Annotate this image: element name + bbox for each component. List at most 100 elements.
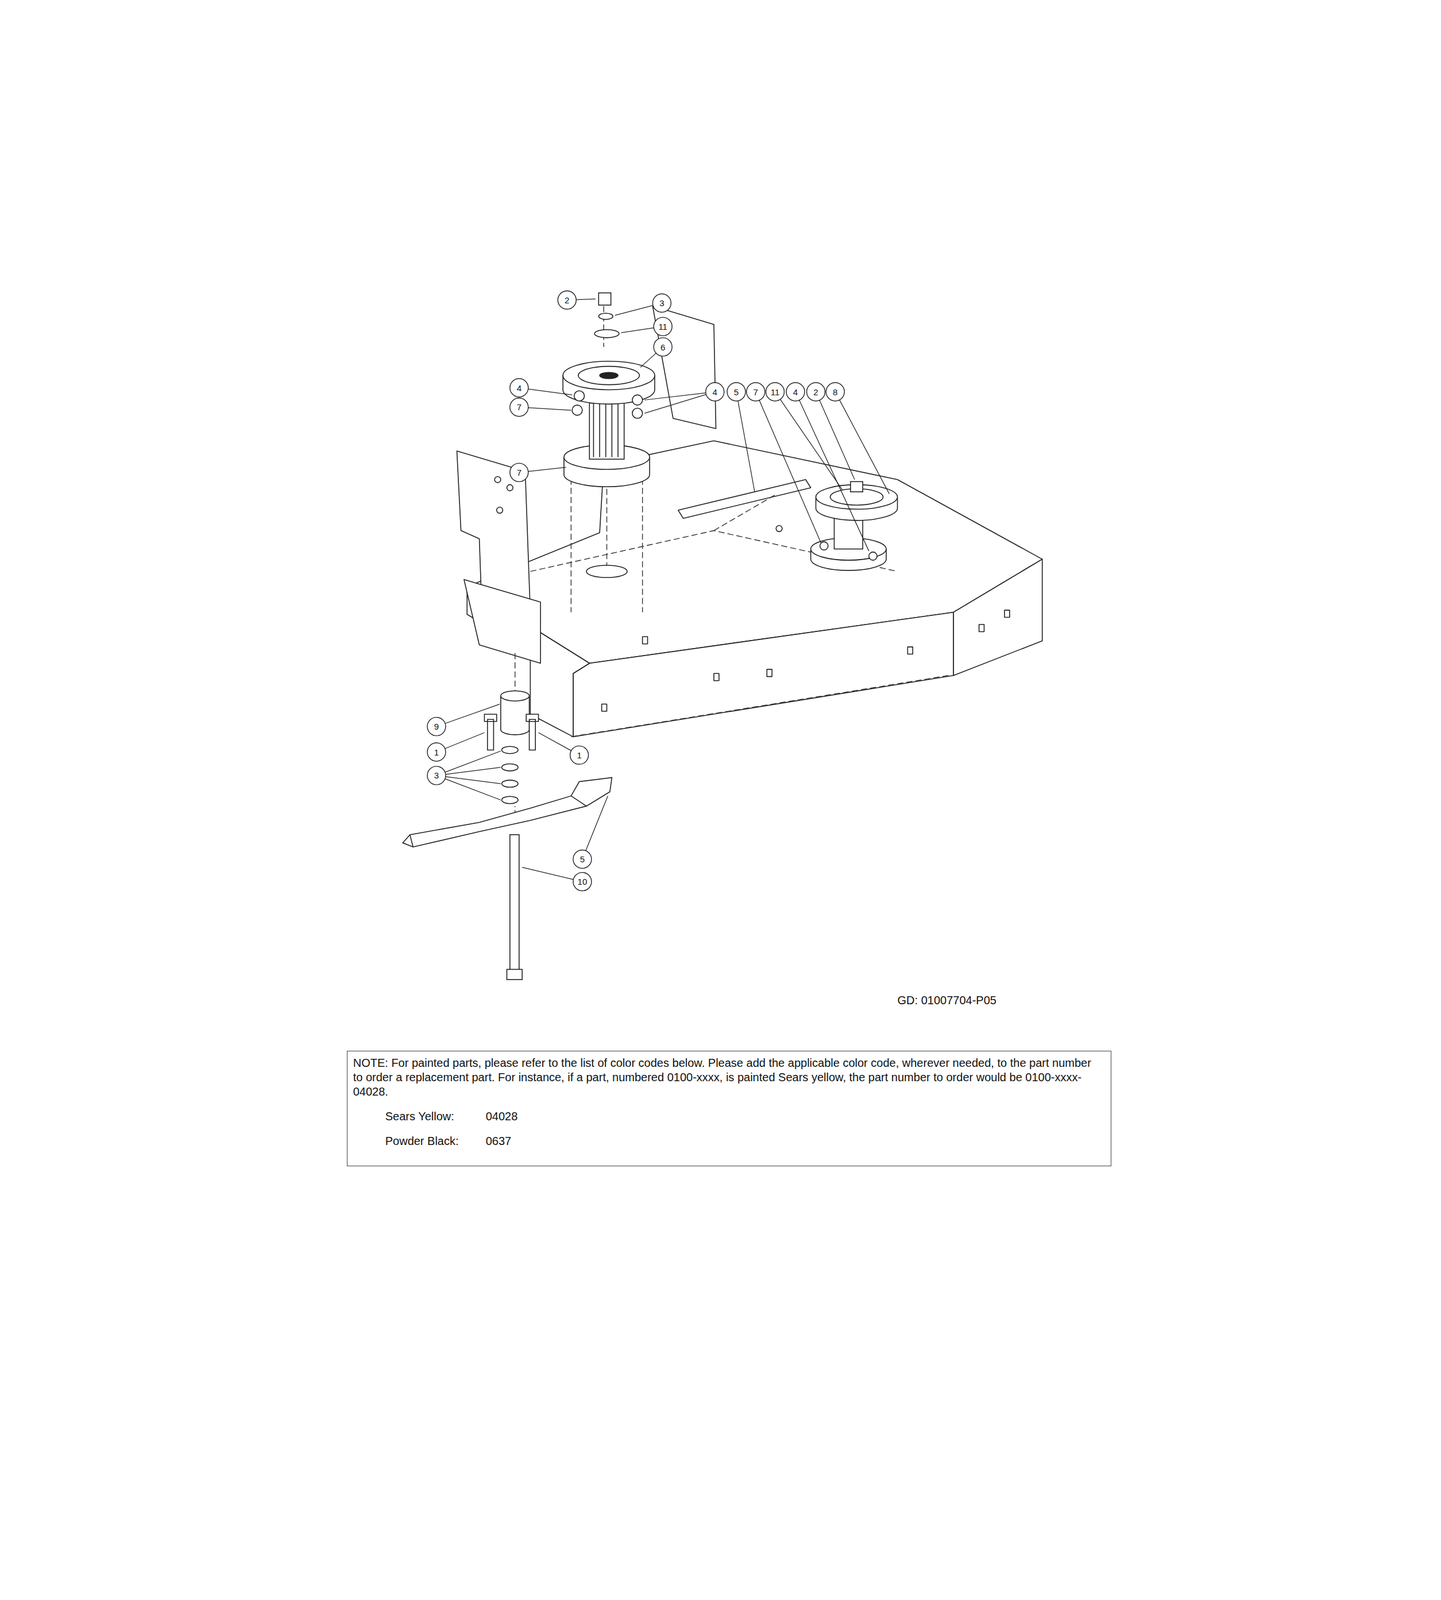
pulley (562, 361, 655, 390)
callout-number: 3 (659, 298, 664, 308)
leader-line (576, 298, 596, 300)
idler-bar (678, 479, 811, 519)
callout-circle (427, 717, 446, 736)
callout-number: 10 (577, 877, 588, 886)
callout-number: 1 (576, 750, 582, 759)
drawing-id: GD: 01007704-P05 (897, 993, 997, 1007)
slot (907, 646, 913, 654)
nut (632, 407, 643, 419)
callout-number: 3 (434, 770, 439, 780)
leader-line (528, 466, 567, 471)
nut (820, 541, 829, 550)
callout-number: 5 (733, 387, 739, 396)
callout-circle (786, 382, 805, 401)
color-name: Powder Black: (385, 1133, 486, 1158)
spindle-housing (589, 403, 624, 460)
leader-line (640, 353, 656, 368)
hole (507, 484, 514, 492)
washer (501, 779, 519, 787)
pulley-bore (599, 372, 618, 379)
leader-line (445, 704, 500, 724)
callout-number: 4 (516, 383, 522, 392)
washer (501, 746, 519, 753)
hole (775, 525, 783, 532)
bolt-head (507, 968, 523, 980)
callout-circle (510, 378, 529, 397)
washer (501, 796, 519, 803)
leader-line (445, 776, 501, 784)
spacer (500, 695, 530, 734)
callout-number: 7 (516, 468, 522, 477)
center-line (606, 479, 608, 572)
hidden-line (713, 494, 776, 531)
callout-number: 4 (793, 387, 798, 396)
assembly-lines (515, 306, 949, 817)
bolt (526, 713, 539, 750)
hole (494, 476, 501, 483)
deck-hole (586, 565, 628, 578)
leader-line (585, 795, 608, 851)
center-line (570, 469, 643, 613)
nut (572, 404, 583, 416)
leader-line (780, 399, 843, 490)
lock-washer (598, 313, 613, 320)
spacer (500, 690, 530, 701)
callout-circle (427, 766, 446, 785)
callout-circle (653, 317, 672, 336)
callout-number: 11 (770, 387, 780, 396)
callout-circle (557, 290, 577, 309)
deck-body (456, 306, 1042, 737)
callout-number: 2 (564, 295, 570, 305)
right-spindle (810, 481, 898, 571)
callout-number: 5 (580, 854, 585, 864)
washer (594, 329, 620, 338)
leader-line (759, 400, 821, 543)
callout-circle (705, 382, 725, 401)
leader-line (528, 388, 573, 395)
leader-line (445, 767, 501, 775)
leader-line (445, 732, 485, 749)
blade (402, 777, 612, 847)
hidden-line (570, 675, 949, 737)
callout-number: 8 (832, 387, 838, 396)
callout-number: 4 (712, 387, 718, 396)
leader-line (538, 732, 572, 751)
callout-circle (806, 382, 826, 401)
blade-assembly (402, 690, 612, 980)
callout-layer (427, 290, 890, 891)
callout-circle (746, 382, 766, 401)
color-name: Sears Yellow: (385, 1109, 486, 1133)
callout-circle (653, 337, 672, 357)
nut (598, 292, 611, 305)
leader-line (644, 392, 706, 400)
slot (642, 636, 648, 644)
slot (601, 704, 608, 712)
nut (574, 390, 585, 401)
callout-circle (510, 398, 529, 417)
slot (1004, 609, 1010, 617)
leader-line (615, 305, 654, 316)
deck-skirt (573, 612, 954, 737)
hole (496, 507, 504, 514)
leader-line (528, 407, 572, 411)
leader-line (522, 867, 574, 880)
slot (713, 673, 720, 681)
blade-bolt (510, 834, 520, 973)
callout-number: 6 (660, 342, 666, 351)
callout-circle (652, 294, 671, 313)
deck-end (953, 558, 1042, 675)
callout-circle (573, 872, 592, 891)
leader-line (799, 400, 869, 552)
washer (501, 763, 519, 771)
note-box: NOTE: For painted parts, please refer to… (346, 1050, 1112, 1166)
leader-line (839, 399, 890, 494)
note-paragraph: NOTE: For painted parts, please refer to… (353, 1055, 1104, 1108)
leader-line (620, 327, 654, 333)
callout-circle (427, 742, 446, 761)
callout-circle (766, 382, 785, 401)
left-spindle (562, 292, 655, 578)
callout-number: 2 (813, 387, 818, 396)
bolt (484, 713, 497, 750)
